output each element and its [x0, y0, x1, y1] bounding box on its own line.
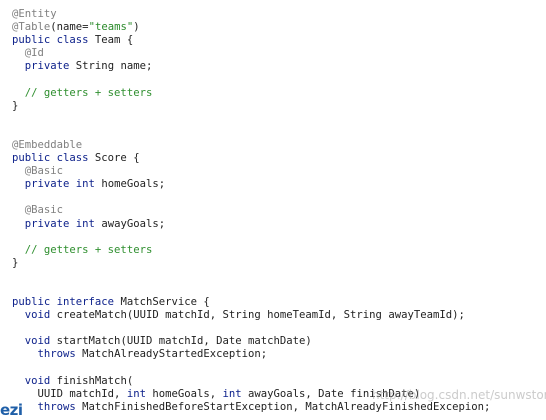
- code-text-token: [12, 204, 25, 216]
- code-text-token: [12, 309, 25, 321]
- annotation-token: @Basic: [24, 204, 64, 217]
- code-line: void startMatch(UUID matchId, Date match…: [12, 335, 546, 348]
- code-line: void createMatch(UUID matchId, String ho…: [12, 309, 546, 322]
- code-text-token: MatchAlreadyStartedException;: [75, 348, 268, 361]
- code-line: private int awayGoals;: [12, 218, 546, 231]
- keyword-token: void: [24, 335, 51, 348]
- code-line: [12, 126, 546, 139]
- code-text-token: [12, 60, 25, 72]
- code-text-token: finishMatch(: [50, 374, 134, 387]
- code-line: @Table(name="teams"): [12, 21, 546, 34]
- code-line: @Basic: [12, 165, 546, 178]
- keyword-token: public class: [12, 34, 89, 47]
- code-text-token: awayGoals, Date finishDate): [241, 387, 421, 400]
- code-line: }: [12, 257, 546, 270]
- code-text-token: [12, 47, 25, 59]
- annotation-token: @Embeddable: [12, 138, 83, 151]
- code-line: public class Team {: [12, 34, 546, 47]
- keyword-token: throws: [37, 348, 76, 361]
- annotation-token: @Id: [24, 47, 44, 60]
- code-line: // getters + setters: [12, 87, 546, 100]
- keyword-token: private int: [24, 217, 95, 230]
- code-text-token: }: [12, 256, 19, 269]
- code-line: @Basic: [12, 204, 546, 217]
- code-line: }: [12, 100, 546, 113]
- code-text-token: MatchService {: [114, 296, 210, 309]
- code-line: @Entity: [12, 8, 546, 21]
- code-text-token: (name=: [50, 21, 89, 34]
- code-text-token: }: [12, 99, 19, 112]
- keyword-token: public interface: [12, 296, 115, 309]
- code-text-token: awayGoals;: [94, 217, 166, 230]
- code-text-token: startMatch(UUID matchId, Date matchDate): [50, 335, 312, 348]
- code-line: [12, 113, 546, 126]
- string-token: "teams": [88, 21, 134, 34]
- code-line: [12, 231, 546, 244]
- code-text-token: [12, 244, 25, 256]
- code-text-token: [12, 335, 25, 347]
- code-line: void finishMatch(: [12, 375, 546, 388]
- site-logo: ezi: [0, 401, 22, 420]
- code-line: throws MatchFinishedBeforeStartException…: [12, 401, 546, 414]
- code-text-token: [12, 87, 25, 99]
- annotation-token: @Basic: [24, 165, 64, 178]
- keyword-token: private int: [24, 178, 95, 191]
- code-line: private int homeGoals;: [12, 178, 546, 191]
- code-line: [12, 191, 546, 204]
- comment-token: // getters + setters: [24, 86, 153, 99]
- code-line: [12, 73, 546, 86]
- annotation-token: @Table: [12, 21, 51, 34]
- code-text-token: createMatch(UUID matchId, String homeTea…: [50, 309, 465, 322]
- code-text-token: MatchFinishedBeforeStartException, Match…: [75, 400, 491, 413]
- code-text-token: [12, 348, 38, 360]
- code-text-token: [12, 178, 25, 190]
- code-line: [12, 322, 546, 335]
- code-text-token: String name;: [69, 60, 153, 73]
- code-text-token: [12, 375, 25, 387]
- keyword-token: private: [24, 60, 70, 73]
- code-line: private String name;: [12, 60, 546, 73]
- keyword-token: int: [126, 387, 146, 400]
- keyword-token: public class: [12, 152, 89, 165]
- code-text-token: homeGoals;: [94, 178, 166, 191]
- comment-token: // getters + setters: [24, 243, 153, 256]
- annotation-token: @Entity: [12, 8, 57, 20]
- code-line: [12, 270, 546, 283]
- code-line: public class Score {: [12, 152, 546, 165]
- keyword-token: void: [24, 374, 51, 387]
- code-text-token: ): [133, 21, 140, 34]
- code-line: throws MatchAlreadyStartedException;: [12, 348, 546, 361]
- code-line: [12, 283, 546, 296]
- keyword-token: void: [24, 309, 51, 322]
- code-line: @Id: [12, 47, 546, 60]
- code-line: [12, 362, 546, 375]
- code-text-token: [12, 165, 25, 177]
- code-text-token: [12, 218, 25, 230]
- code-text-token: Team {: [88, 34, 134, 47]
- keyword-token: int: [222, 387, 242, 400]
- code-text-token: Score {: [88, 152, 140, 165]
- code-line: public interface MatchService {: [12, 296, 546, 309]
- keyword-token: throws: [37, 400, 76, 413]
- code-text-token: homeGoals,: [145, 387, 223, 400]
- code-line: UUID matchId, int homeGoals, int awayGoa…: [12, 388, 546, 401]
- code-text-token: UUID matchId,: [12, 387, 127, 400]
- code-line: @Embeddable: [12, 139, 546, 152]
- code-line: // getters + setters: [12, 244, 546, 257]
- site-logo-text: ezi: [0, 401, 22, 419]
